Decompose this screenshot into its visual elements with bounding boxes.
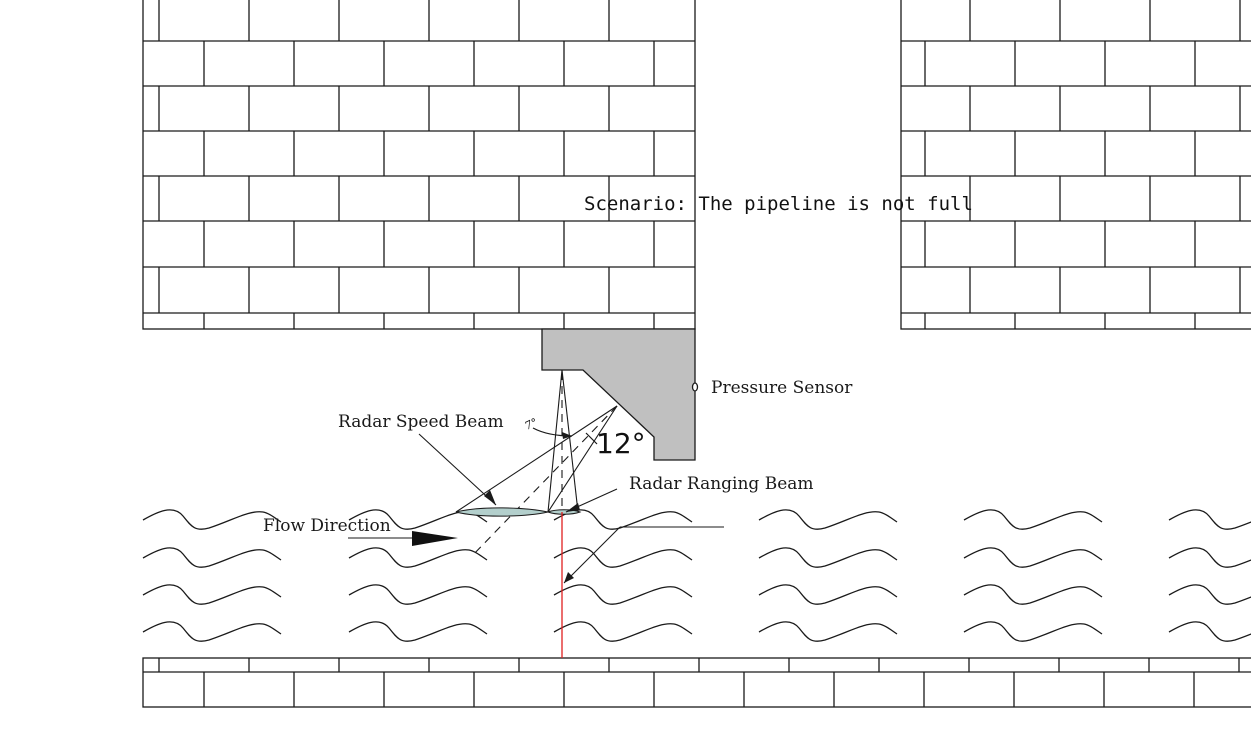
wave-line — [963, 584, 1103, 605]
water-level-leader — [563, 526, 724, 584]
wave-line — [1168, 509, 1251, 530]
radar-speed-beam — [455, 405, 618, 557]
wave-line — [553, 621, 693, 642]
wave-line — [142, 547, 282, 568]
angle-arrowhead — [562, 432, 572, 439]
wave-line — [758, 621, 898, 642]
wave-line — [142, 621, 282, 642]
wave-line — [1168, 584, 1251, 605]
flow-direction-arrow-icon — [348, 531, 458, 546]
radar-speed-beam-label: Radar Speed Beam — [338, 412, 504, 432]
angle-tick-12 — [585, 432, 598, 445]
wave-line — [758, 509, 898, 530]
speed-beam-footprint — [455, 507, 549, 517]
wave-line — [758, 547, 898, 568]
scenario-title: Scenario: The pipeline is not full — [584, 193, 973, 215]
wave-line — [553, 584, 693, 605]
flow-direction-label: Flow Direction — [263, 516, 391, 536]
radar-ranging-beam-label: Radar Ranging Beam — [629, 474, 814, 494]
wave-line — [142, 584, 282, 605]
pressure-sensor-label: Pressure Sensor — [711, 378, 853, 398]
water-flow-waves — [142, 509, 1251, 642]
ranging-beam-leader — [565, 488, 618, 513]
wave-line — [963, 509, 1103, 530]
pipe-floor — [142, 657, 1251, 708]
upper-right-wall — [900, 0, 1251, 330]
wave-line — [348, 547, 488, 568]
brick-walls — [142, 0, 1251, 708]
speed-beam-leader — [418, 433, 497, 506]
pressure-sensor-icon — [691, 382, 699, 392]
wave-line — [142, 509, 282, 530]
wave-line — [553, 509, 693, 530]
wave-line — [553, 547, 693, 568]
wave-line — [1168, 547, 1251, 568]
wave-line — [348, 584, 488, 605]
angle-small-label: 7° — [523, 416, 540, 433]
wave-line — [348, 621, 488, 642]
upper-left-wall — [142, 0, 696, 330]
wave-line — [1168, 621, 1251, 642]
wave-line — [963, 621, 1103, 642]
wave-line — [758, 584, 898, 605]
wave-line — [963, 547, 1103, 568]
sensor-housing — [541, 328, 696, 461]
angle-large-label: 12° — [596, 427, 646, 460]
